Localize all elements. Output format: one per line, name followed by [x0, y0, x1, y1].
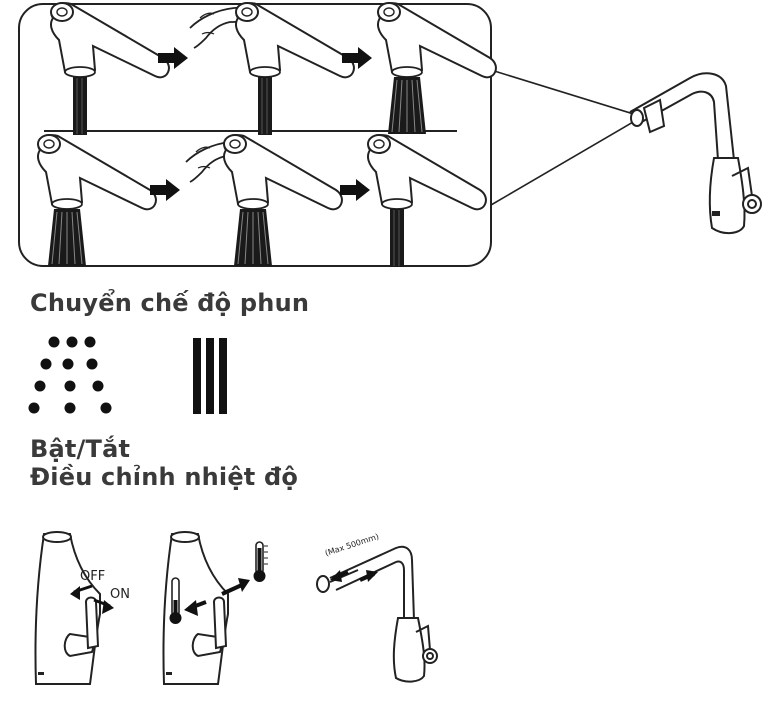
- off-label: OFF: [80, 569, 105, 584]
- cold-arrow-icon: [184, 600, 207, 616]
- on-label: ON: [110, 587, 130, 602]
- heading-spray-mode: Chuyển chế độ phun: [30, 289, 310, 317]
- pull-out-arrow-icon: [330, 570, 378, 582]
- straight-stream-icon: [193, 338, 227, 414]
- max-length-label: (Max 500mm): [324, 532, 380, 558]
- heading-on-off: Bật/Tắt: [30, 435, 131, 463]
- cold-thermometer-icon: [169, 577, 182, 624]
- hot-arrow-icon: [221, 578, 250, 596]
- bottom-diagrams: OFF ON (Max 500mm): [34, 531, 438, 685]
- heading-temperature: Điều chỉnh nhiệt độ: [30, 463, 299, 491]
- pull-out-faucet-icon: [316, 545, 438, 683]
- on-arrow-icon: [93, 598, 114, 614]
- on-off-faucet-icon: [34, 531, 102, 685]
- kitchen-faucet-icon: [629, 72, 762, 234]
- spray-dots-icon: [28, 336, 112, 414]
- spray-mode-diagram: [18, 2, 762, 268]
- off-arrow-icon: [70, 584, 93, 600]
- hot-thermometer-icon: [253, 541, 268, 582]
